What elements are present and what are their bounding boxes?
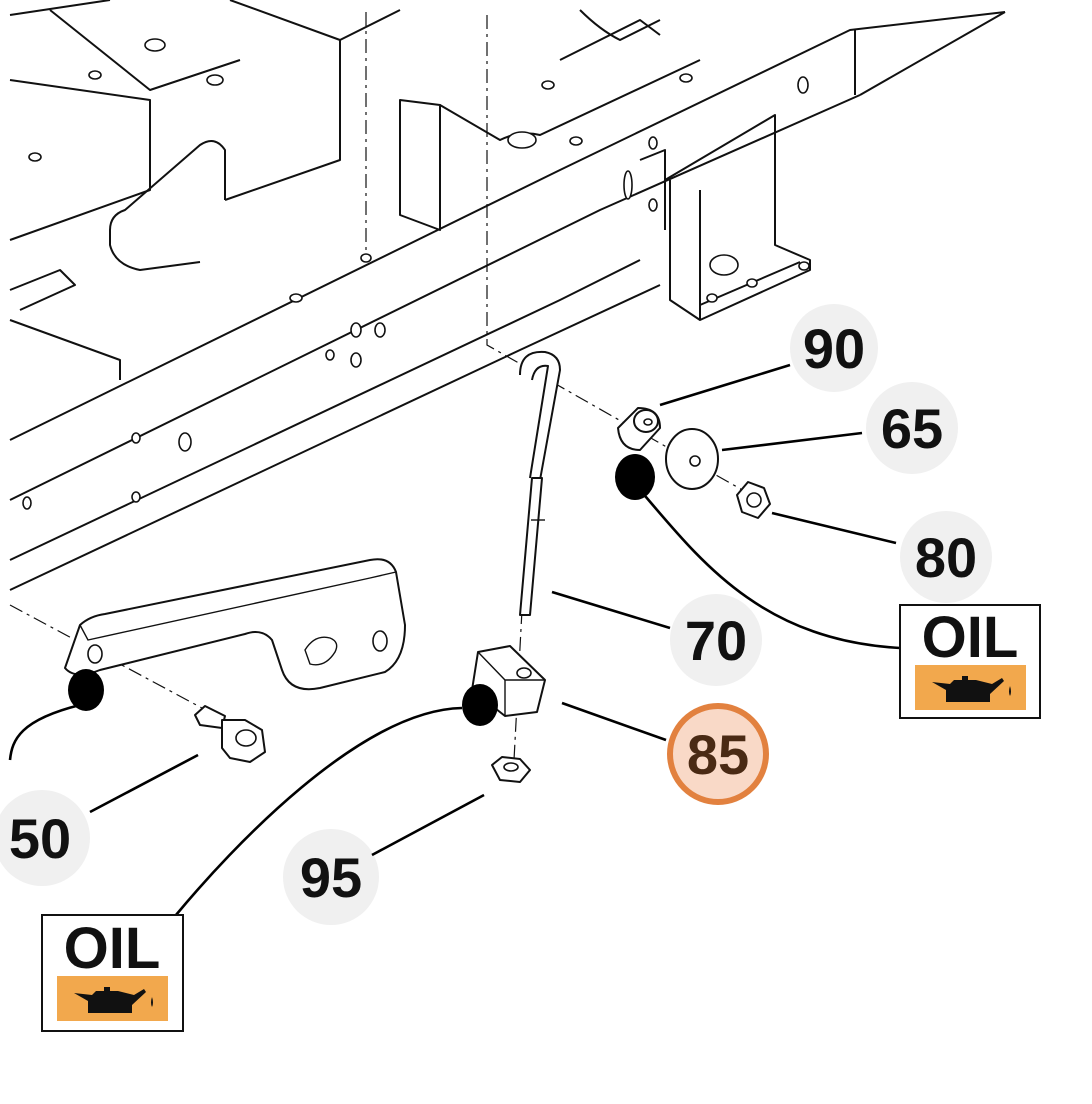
lubrication-point-marker	[615, 454, 655, 500]
oil-label-right: OIL	[899, 604, 1041, 719]
callout-95: 95	[300, 846, 362, 909]
hex-nut	[491, 756, 531, 783]
callout-90: 90	[803, 317, 865, 380]
lock-nut	[736, 481, 771, 519]
callout-85: 85	[687, 723, 749, 786]
lubrication-point-marker	[462, 684, 498, 726]
callout-85-highlight	[667, 703, 769, 805]
oil-can-icon	[74, 987, 153, 1013]
hairpin-rod	[519, 350, 561, 616]
leader-lines	[89, 363, 897, 857]
oil-label-left-text: OIL	[64, 916, 161, 981]
oil-label-left: OIL	[41, 914, 184, 1032]
callout-50: 50	[9, 807, 71, 870]
oil-can-icon	[932, 676, 1011, 702]
chassis-frame	[9, 0, 1006, 591]
callout-bubbles	[0, 304, 992, 925]
mounting-bracket-plate	[64, 558, 406, 691]
lubrication-point-marker	[68, 669, 104, 711]
spacer-bushing	[617, 407, 661, 451]
shoulder-bolt	[194, 705, 266, 763]
lubrication-points	[8, 454, 901, 916]
oil-label-right-text: OIL	[922, 605, 1019, 670]
callout-65: 65	[881, 397, 943, 460]
callout-70: 70	[685, 609, 747, 672]
callout-80: 80	[915, 526, 977, 589]
flat-washer	[665, 428, 719, 490]
